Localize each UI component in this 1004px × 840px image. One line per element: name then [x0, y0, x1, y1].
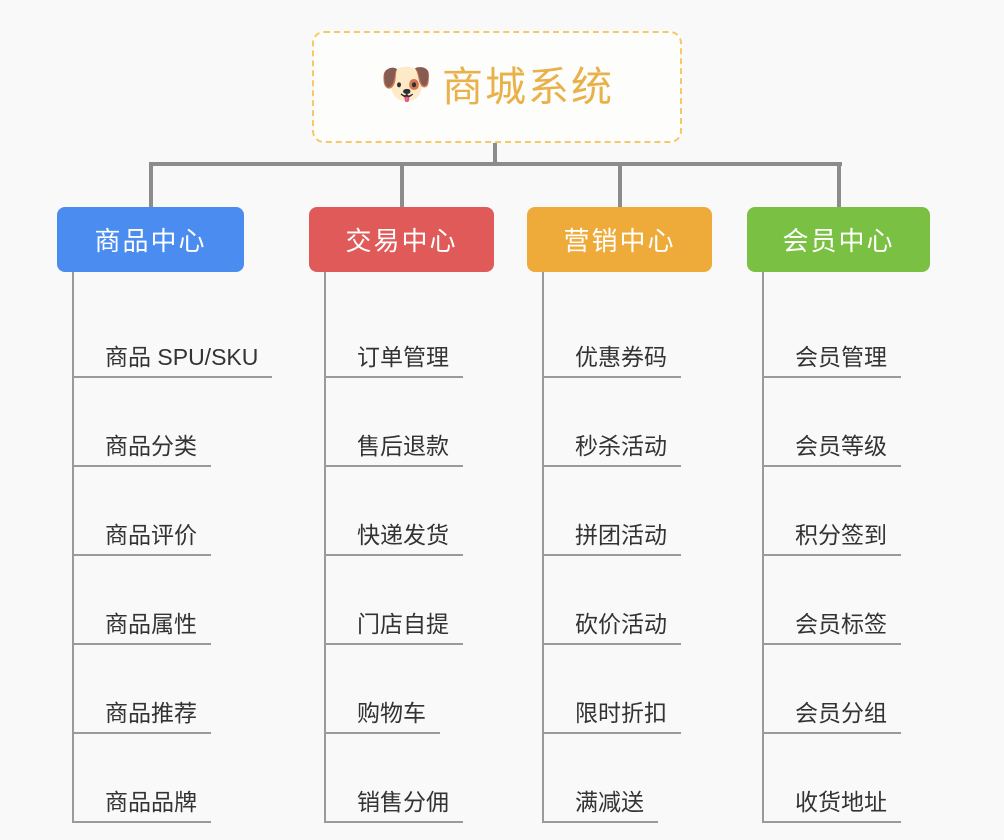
column-trade-center: 交易中心订单管理售后退款快递发货门店自提购物车销售分佣: [309, 207, 494, 823]
list-item[interactable]: 优惠券码: [527, 289, 712, 378]
list-item[interactable]: 限时折扣: [527, 645, 712, 734]
leaf-item-label: 商品 SPU/SKU: [72, 344, 273, 378]
leaf-item-label: 满减送: [542, 789, 658, 823]
list-item[interactable]: 商品属性: [57, 556, 244, 645]
leaf-item-label: 会员分组: [762, 700, 901, 734]
list-item[interactable]: 会员分组: [747, 645, 930, 734]
column-marketing-center: 营销中心优惠券码秒杀活动拼团活动砍价活动限时折扣满减送: [527, 207, 712, 823]
column-member-center: 会员中心会员管理会员等级积分签到会员标签会员分组收货地址: [747, 207, 930, 823]
branch-drop-product-center: [149, 162, 153, 207]
leaf-item-label: 商品评价: [72, 522, 211, 556]
leaf-item-label: 销售分佣: [324, 789, 463, 823]
list-item[interactable]: 会员等级: [747, 378, 930, 467]
list-item[interactable]: 积分签到: [747, 467, 930, 556]
leaf-item-label: 商品推荐: [72, 700, 211, 734]
leaf-item-label: 订单管理: [324, 344, 463, 378]
leaf-item-label: 商品品牌: [72, 789, 211, 823]
leaf-item-label: 砍价活动: [542, 611, 681, 645]
leaf-item-label: 商品属性: [72, 611, 211, 645]
column-header-product-center[interactable]: 商品中心: [57, 207, 244, 272]
list-item[interactable]: 销售分佣: [309, 734, 494, 823]
leaf-list-product-center: 商品 SPU/SKU 商品分类商品评价商品属性商品推荐商品品牌: [57, 272, 273, 823]
list-item[interactable]: 售后退款: [309, 378, 494, 467]
column-product-center: 商品中心商品 SPU/SKU 商品分类商品评价商品属性商品推荐商品品牌: [57, 207, 273, 823]
list-item[interactable]: 商品分类: [57, 378, 244, 467]
page-title: 商城系统: [442, 63, 614, 110]
leaf-item-label: 限时折扣: [542, 700, 681, 734]
list-item[interactable]: 门店自提: [309, 556, 494, 645]
column-header-marketing-center[interactable]: 营销中心: [527, 207, 712, 272]
list-item[interactable]: 会员管理: [747, 289, 930, 378]
list-item[interactable]: 砍价活动: [527, 556, 712, 645]
leaf-item-label: 门店自提: [324, 611, 463, 645]
leaf-list-member-center: 会员管理会员等级积分签到会员标签会员分组收货地址: [747, 272, 930, 823]
dog-face-icon: 🐶: [380, 60, 433, 107]
leaf-item-label: 拼团活动: [542, 522, 681, 556]
leaf-item-label: 会员管理: [762, 344, 901, 378]
leaf-item-label: 会员等级: [762, 433, 901, 467]
leaf-item-label: 收货地址: [762, 789, 901, 823]
leaf-list-marketing-center: 优惠券码秒杀活动拼团活动砍价活动限时折扣满减送: [527, 272, 712, 823]
list-item[interactable]: 快递发货: [309, 467, 494, 556]
horizontal-bus: [150, 162, 842, 166]
leaf-list-trade-center: 订单管理售后退款快递发货门店自提购物车销售分佣: [309, 272, 494, 823]
list-item[interactable]: 满减送: [527, 734, 712, 823]
column-header-member-center[interactable]: 会员中心: [747, 207, 930, 272]
leaf-item-label: 售后退款: [324, 433, 463, 467]
root-stem: [493, 143, 497, 166]
root-title-card: 🐶 商城系统: [312, 31, 682, 143]
list-item[interactable]: 订单管理: [309, 289, 494, 378]
branch-drop-marketing-center: [618, 162, 622, 207]
leaf-item-label: 优惠券码: [542, 344, 681, 378]
list-item[interactable]: 拼团活动: [527, 467, 712, 556]
column-header-trade-center[interactable]: 交易中心: [309, 207, 494, 272]
list-item[interactable]: 购物车: [309, 645, 494, 734]
list-item[interactable]: 收货地址: [747, 734, 930, 823]
list-item[interactable]: 秒杀活动: [527, 378, 712, 467]
leaf-item-label: 秒杀活动: [542, 433, 681, 467]
branch-drop-member-center: [837, 162, 841, 207]
leaf-item-label: 会员标签: [762, 611, 901, 645]
leaf-item-label: 购物车: [324, 700, 440, 734]
leaf-item-label: 商品分类: [72, 433, 211, 467]
list-item[interactable]: 会员标签: [747, 556, 930, 645]
list-item[interactable]: 商品推荐: [57, 645, 244, 734]
list-item[interactable]: 商品 SPU/SKU: [57, 289, 273, 378]
leaf-item-label: 积分签到: [762, 522, 901, 556]
leaf-item-label: 快递发货: [324, 522, 463, 556]
list-item[interactable]: 商品品牌: [57, 734, 244, 823]
branch-drop-trade-center: [400, 162, 404, 207]
list-item[interactable]: 商品评价: [57, 467, 244, 556]
